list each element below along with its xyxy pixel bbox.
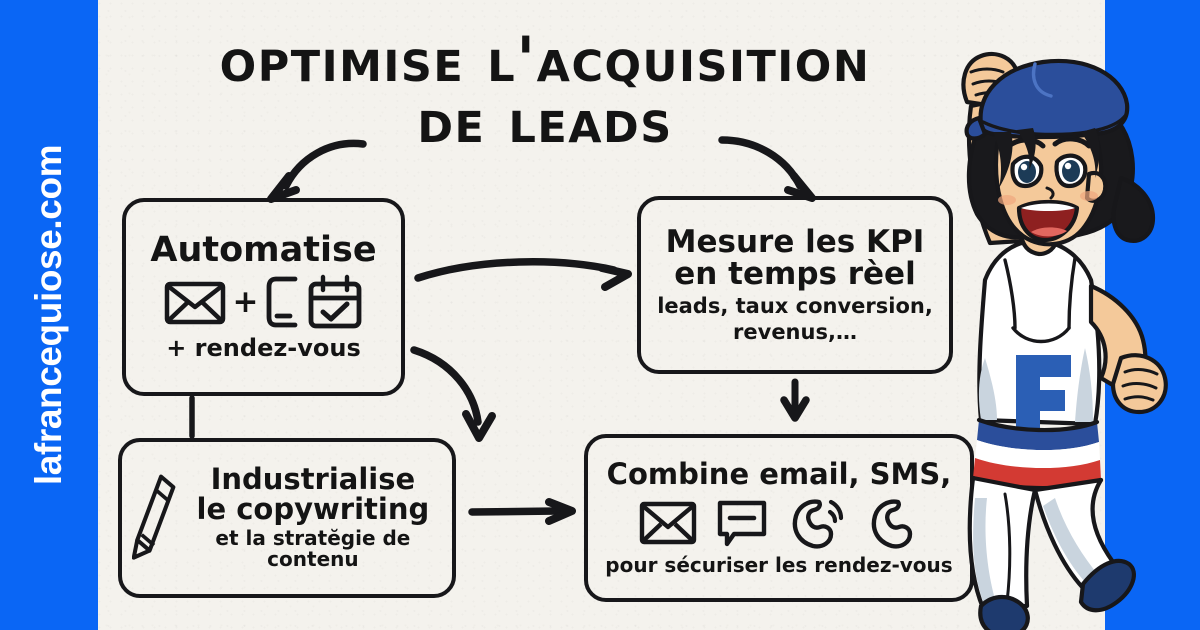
envelope-icon [639, 501, 696, 545]
card-industrialise[interactable]: Industrialise le copywriting et la strat… [118, 438, 456, 598]
card-kpi-heading-2: en temps rèel [674, 255, 916, 292]
card-combine[interactable]: Combine email, SMS, [584, 434, 974, 602]
mascot-eyes [1010, 153, 1088, 189]
mascot-shoe-right [1078, 558, 1136, 613]
envelope-icon [164, 282, 225, 325]
card-combine-subtext: pour sécuriser les rendez-vous [605, 552, 953, 577]
card-automatise-heading: Automatise [150, 230, 377, 271]
page-title: Optimise l'acquisition de leads [150, 23, 940, 157]
chat-bubble-icon [717, 500, 766, 547]
mascot-shoe-left [978, 594, 1030, 630]
mascot-belt-red [973, 458, 1101, 489]
arrow-automatise-to-kpi [414, 258, 632, 291]
card-combine-heading: Combine email, SMS, [606, 456, 952, 491]
paper-background [98, 0, 1105, 630]
card-automatise-subtext: + rendez-vous [166, 334, 361, 363]
phone-icon [871, 499, 912, 549]
arrow-industrialise-to-combine [468, 498, 576, 525]
card-kpi-subtext-2: revenus,… [733, 319, 857, 344]
title-line-1: Optimise l'acquisition [219, 23, 871, 96]
calendar-check-icon [309, 275, 362, 329]
card-automatise-icons: + [163, 272, 365, 332]
card-industrialise-heading-2: le copywriting [196, 492, 430, 527]
mascot-jersey-letter [1016, 355, 1071, 446]
phone-icon [267, 276, 298, 328]
plus-sign: + [232, 284, 259, 321]
phone-ringing-icon [792, 499, 843, 549]
card-kpi-subtext-1: leads, taux conversion, [657, 293, 933, 318]
arrow-title-to-automatise [267, 139, 367, 203]
title-line-2: de leads [417, 83, 673, 157]
brand-band-left [0, 0, 98, 630]
card-combine-icons [639, 496, 920, 550]
pencil-icon [132, 474, 176, 560]
mascot-illustration [961, 51, 1168, 630]
card-kpi[interactable]: Mesure les KPI en temps rèel leads, taux… [637, 196, 953, 374]
arrow-automatise-to-industrialise [410, 346, 496, 442]
card-kpi-heading-1: Mesure les KPI [665, 223, 925, 260]
card-industrialise-heading-1: Industrialise [210, 462, 416, 497]
arrow-kpi-to-combine [780, 378, 810, 422]
card-industrialise-subtext: et la stratĕgie de contenu [215, 526, 411, 572]
card-automatise[interactable]: Automatise + + rend [122, 198, 405, 396]
mascot-belt-white [975, 440, 1100, 469]
